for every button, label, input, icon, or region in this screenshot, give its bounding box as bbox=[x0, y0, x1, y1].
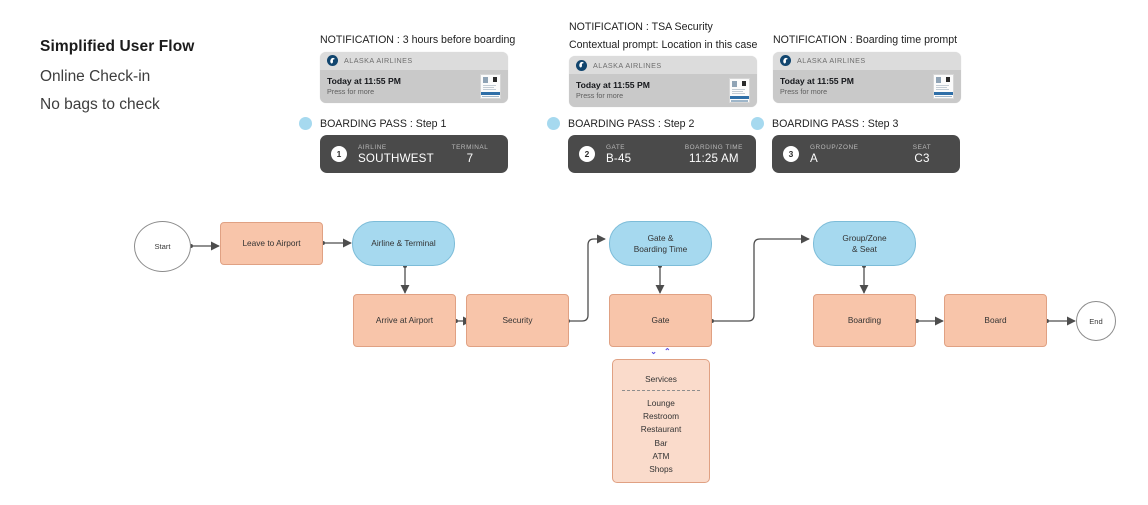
field-label-airline: AIRLINE bbox=[358, 143, 387, 151]
services-item-restaurant[interactable]: Restaurant bbox=[640, 424, 682, 435]
boarding-pass-field-group-zone: GROUP/ZONE A bbox=[810, 143, 858, 166]
notification-body-3: Today at 11:55 PM Press for more bbox=[773, 69, 961, 103]
notification-body-2: Today at 11:55 PM Press for more bbox=[569, 74, 757, 107]
boarding-pass-caption-3: BOARDING PASS : Step 3 bbox=[772, 117, 899, 130]
field-value-group-zone: A bbox=[810, 151, 818, 165]
alaska-airlines-logo-icon bbox=[327, 55, 338, 66]
node-board[interactable]: Board bbox=[944, 294, 1047, 347]
notification-brand-1: ALASKA AIRLINES bbox=[344, 56, 413, 65]
notification-press-1: Press for more bbox=[327, 86, 375, 96]
title-block: Simplified User Flow Online Check-in No … bbox=[40, 38, 194, 124]
boarding-pass-field-boarding-time: BOARDING TIME 11:25 AM bbox=[685, 143, 743, 166]
field-label-seat: SEAT bbox=[912, 143, 932, 151]
subtitle-no-bags: No bags to check bbox=[40, 96, 160, 113]
notification-caption-2-line2: Contextual prompt: Location in this case bbox=[569, 38, 758, 51]
field-value-airline: SOUTHWEST bbox=[358, 151, 434, 165]
notification-card-3[interactable]: ALASKA AIRLINES Today at 11:55 PM Press … bbox=[773, 51, 961, 103]
notification-caption-1: NOTIFICATION : 3 hours before boarding bbox=[320, 34, 516, 46]
notification-header-1: ALASKA AIRLINES bbox=[320, 51, 508, 70]
field-label-boarding-time: BOARDING TIME bbox=[684, 143, 743, 151]
alaska-airlines-logo-icon bbox=[780, 55, 791, 66]
services-item-bar[interactable]: Bar bbox=[654, 437, 668, 448]
field-label-gate: GATE bbox=[606, 143, 626, 151]
boarding-pass-step-number-2: 2 bbox=[579, 146, 595, 162]
chevron-up-icon[interactable]: ⌃ bbox=[664, 347, 671, 356]
notification-time-1: Today at 11:55 PM bbox=[327, 75, 401, 86]
services-item-shops[interactable]: Shops bbox=[649, 464, 673, 475]
field-value-boarding-time: 11:25 AM bbox=[689, 151, 739, 165]
field-value-terminal: 7 bbox=[466, 151, 474, 165]
notification-time-3: Today at 11:55 PM bbox=[780, 75, 854, 86]
services-item-lounge[interactable]: Lounge bbox=[647, 398, 675, 408]
page-title: Simplified User Flow bbox=[40, 38, 195, 55]
notification-press-2: Press for more bbox=[576, 91, 624, 100]
boarding-pass-field-seat: SEAT C3 bbox=[897, 143, 947, 166]
boarding-pass-group-2: BOARDING PASS : Step 2 2 GATE B-45 BOARD… bbox=[547, 117, 756, 173]
notification-header-3: ALASKA AIRLINES bbox=[773, 51, 961, 70]
step-dot-icon bbox=[751, 117, 764, 130]
subtitle-online-checkin: Online Check-in bbox=[40, 68, 151, 85]
boarding-pass-field-airline: AIRLINE SOUTHWEST bbox=[358, 143, 434, 166]
boarding-pass-thumbnail-icon bbox=[480, 73, 501, 99]
services-divider bbox=[622, 390, 700, 391]
services-panel: Services Lounge Restroom Restaurant Bar … bbox=[612, 359, 710, 483]
notification-header-2: ALASKA AIRLINES bbox=[569, 56, 757, 74]
services-item-restroom[interactable]: Restroom bbox=[643, 411, 679, 422]
boarding-pass-field-terminal: TERMINAL 7 bbox=[445, 143, 495, 166]
notification-time-2: Today at 11:55 PM bbox=[576, 80, 650, 90]
notification-group-3: NOTIFICATION : Boarding time prompt ALAS… bbox=[773, 34, 961, 103]
boarding-pass-card-2[interactable]: 2 GATE B-45 BOARDING TIME 11:25 AM bbox=[568, 135, 756, 173]
boarding-pass-card-1[interactable]: 1 AIRLINE SOUTHWEST TERMINAL 7 bbox=[320, 135, 508, 173]
boarding-pass-step-number-3: 3 bbox=[783, 146, 799, 162]
step-dot-icon bbox=[299, 117, 312, 130]
notification-caption-2-line1: NOTIFICATION : TSA Security bbox=[569, 21, 713, 33]
boarding-pass-field-gate: GATE B-45 bbox=[606, 143, 631, 166]
boarding-pass-step-number-1: 1 bbox=[331, 146, 347, 162]
services-toggle-controls[interactable]: ⌄ ⌃ bbox=[609, 346, 712, 358]
step-dot-icon bbox=[547, 117, 560, 130]
notification-brand-2: ALASKA AIRLINES bbox=[593, 60, 662, 70]
notification-press-3: Press for more bbox=[780, 86, 828, 96]
boarding-pass-group-3: BOARDING PASS : Step 3 3 GROUP/ZONE A SE… bbox=[751, 117, 960, 173]
notification-card-1[interactable]: ALASKA AIRLINES Today at 11:55 PM Press … bbox=[320, 51, 508, 103]
notification-brand-3: ALASKA AIRLINES bbox=[797, 56, 866, 65]
node-arrive-at-airport[interactable]: Arrive at Airport bbox=[353, 294, 456, 347]
services-title: Services bbox=[645, 374, 677, 384]
notification-body-1: Today at 11:55 PM Press for more bbox=[320, 69, 508, 103]
node-security[interactable]: Security bbox=[466, 294, 569, 347]
boarding-pass-card-3[interactable]: 3 GROUP/ZONE A SEAT C3 bbox=[772, 135, 960, 173]
node-gate[interactable]: Gate bbox=[609, 294, 712, 347]
node-end[interactable]: End bbox=[1076, 301, 1116, 341]
boarding-pass-caption-2: BOARDING PASS : Step 2 bbox=[568, 117, 695, 130]
boarding-pass-thumbnail-icon bbox=[729, 78, 750, 103]
field-label-terminal: TERMINAL bbox=[451, 143, 489, 151]
node-group-zone-and-seat[interactable]: Group/Zone & Seat bbox=[813, 221, 916, 266]
notification-caption-3: NOTIFICATION : Boarding time prompt bbox=[773, 34, 958, 46]
alaska-airlines-logo-icon bbox=[576, 59, 587, 71]
field-value-gate: B-45 bbox=[606, 151, 632, 165]
services-item-atm[interactable]: ATM bbox=[652, 450, 670, 461]
chevron-down-icon[interactable]: ⌄ bbox=[650, 347, 657, 356]
notification-group-1: NOTIFICATION : 3 hours before boarding A… bbox=[320, 34, 515, 103]
boarding-pass-group-1: BOARDING PASS : Step 1 1 AIRLINE SOUTHWE… bbox=[299, 117, 508, 173]
notification-card-2[interactable]: ALASKA AIRLINES Today at 11:55 PM Press … bbox=[569, 56, 757, 107]
node-leave-to-airport[interactable]: Leave to Airport bbox=[220, 222, 323, 265]
node-airline-and-terminal[interactable]: Airline & Terminal bbox=[352, 221, 455, 266]
node-start[interactable]: Start bbox=[134, 221, 191, 272]
field-value-seat: C3 bbox=[914, 151, 930, 165]
boarding-pass-caption-1: BOARDING PASS : Step 1 bbox=[320, 117, 447, 130]
node-gate-and-boarding-time[interactable]: Gate & Boarding Time bbox=[609, 221, 712, 266]
node-boarding[interactable]: Boarding bbox=[813, 294, 916, 347]
boarding-pass-thumbnail-icon bbox=[933, 73, 954, 99]
notification-group-2: NOTIFICATION : TSA Security Contextual p… bbox=[569, 21, 757, 107]
field-label-group-zone: GROUP/ZONE bbox=[810, 143, 859, 151]
